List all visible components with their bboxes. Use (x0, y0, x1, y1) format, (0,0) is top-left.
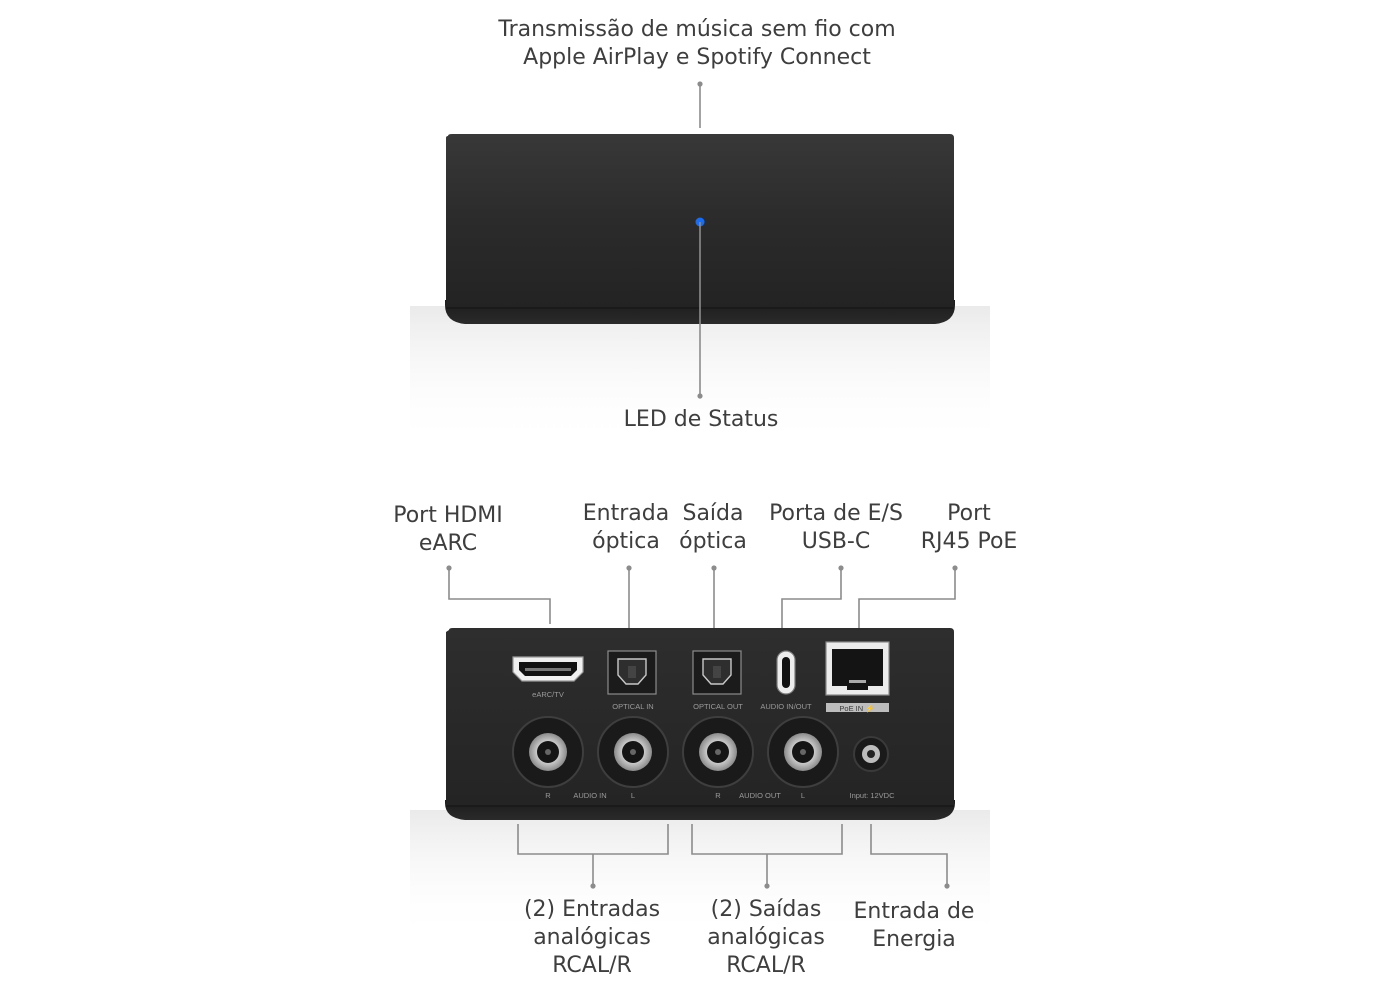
label-poe-in: PoE IN ⚡ (839, 704, 874, 713)
power-input-line1: Entrada de (853, 899, 975, 924)
streaming-callout-line2: Apple AirPlay e Spotify Connect (523, 45, 871, 70)
analog-outputs-line3: RCAL/R (726, 953, 806, 978)
power-input-line2: Energia (872, 927, 956, 952)
rca-jacks (512, 716, 839, 788)
dc-power-jack (853, 736, 889, 772)
label-audio-out: AUDIO OUT (739, 791, 781, 800)
optical-out-callout: Saída óptica (679, 500, 747, 556)
analog-outputs-line2: analógicas (707, 925, 825, 950)
label-optical-in: OPTICAL IN (612, 702, 653, 711)
hdmi-callout-line1: Port HDMI (393, 503, 503, 528)
label-optical-out: OPTICAL OUT (693, 702, 743, 711)
status-led-callout-text: LED de Status (623, 407, 779, 432)
usb-c-callout: Porta de E/S USB-C (769, 500, 903, 556)
rj45-callout-line1: Port (947, 501, 991, 526)
analog-outputs-callout: (2) Saídas analógicas RCAL/R (707, 896, 825, 980)
optical-out-callout-line1: Saída (682, 501, 744, 526)
hdmi-earc-callout: Port HDMI eARC (393, 502, 503, 558)
label-l-in: L (631, 791, 635, 800)
front-leaders (697, 81, 703, 399)
usb-c-port (776, 650, 796, 695)
rj45-callout-line2: RJ45 PoE (920, 529, 1018, 554)
usb-c-callout-line2: USB-C (801, 529, 871, 554)
label-audio-in-out: AUDIO IN/OUT (760, 702, 812, 711)
rj45-port (825, 641, 890, 712)
label-r-out: R (715, 791, 721, 800)
optical-in-callout: Entrada óptica (583, 500, 669, 556)
rear-leaders (448, 568, 956, 886)
analog-inputs-line1: (2) Entradas (523, 897, 661, 922)
analog-inputs-line2: analógicas (533, 925, 651, 950)
usb-c-callout-line1: Porta de E/S (769, 501, 903, 526)
optical-in-callout-line2: óptica (592, 529, 660, 554)
streaming-callout-line1: Transmissão de música sem fio com (498, 17, 896, 42)
optical-out-callout-line2: óptica (679, 529, 747, 554)
hdmi-port (512, 656, 584, 682)
status-led-callout: LED de Status (624, 406, 779, 434)
power-input-callout: Entrada de Energia (854, 898, 975, 954)
optical-in-callout-line1: Entrada (582, 501, 670, 526)
analog-inputs-callout: (2) Entradas analógicas RCAL/R (524, 896, 660, 980)
rear-leader-dots (446, 565, 958, 889)
optical-in-port (607, 650, 657, 695)
analog-outputs-line1: (2) Saídas (710, 897, 822, 922)
rear-device: eARC/TV OPTICAL IN OPTICAL OUT AUDIO IN/… (410, 628, 990, 940)
label-r-in: R (545, 791, 551, 800)
label-input-12vdc: Input: 12VDC (849, 791, 895, 800)
label-audio-in: AUDIO IN (573, 791, 606, 800)
label-earc-tv: eARC/TV (532, 690, 564, 699)
optical-out-port (692, 650, 742, 695)
streaming-callout: Transmissão de música sem fio com Apple … (498, 16, 895, 72)
hdmi-callout-line2: eARC (418, 531, 478, 556)
label-l-out: L (801, 791, 805, 800)
rj45-poe-callout: Port RJ45 PoE (921, 500, 1018, 556)
analog-inputs-line3: RCAL/R (552, 953, 632, 978)
